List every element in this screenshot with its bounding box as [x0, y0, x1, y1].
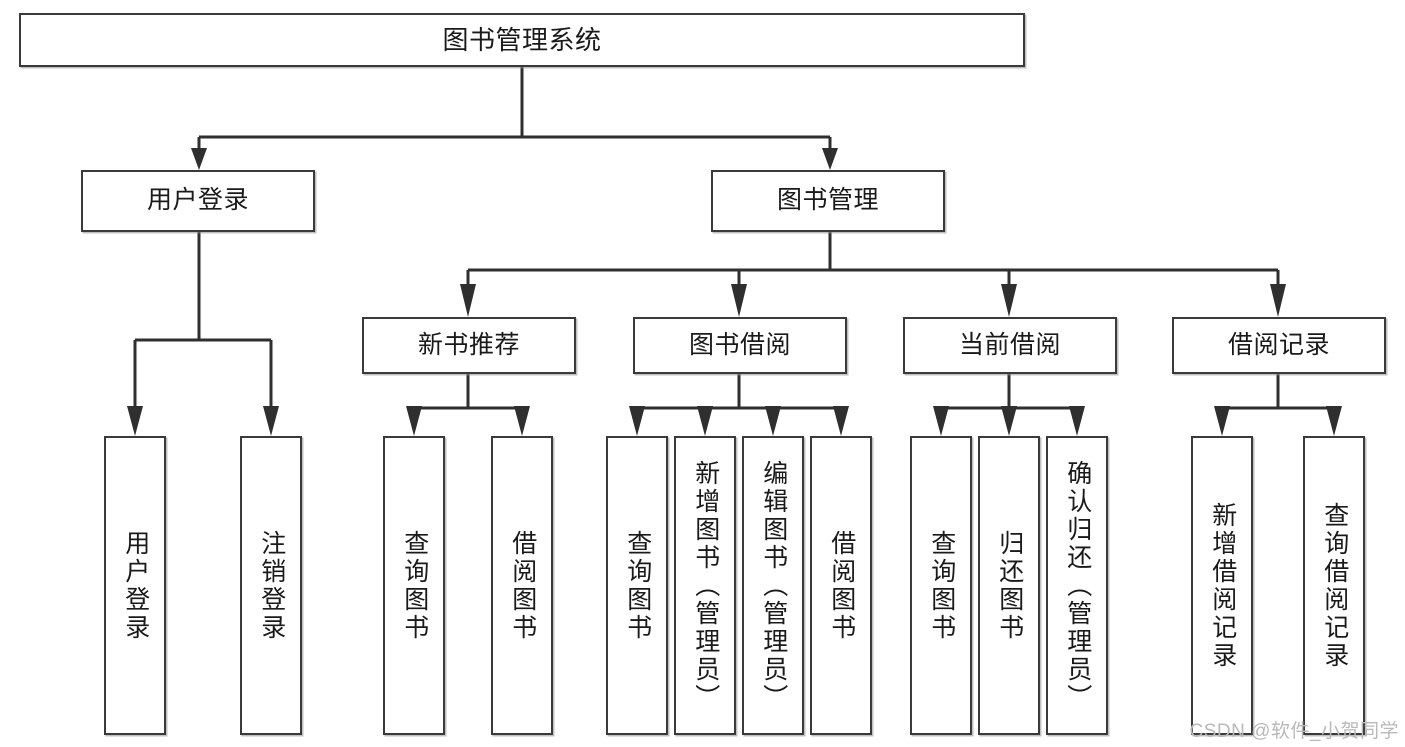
node-user-login[interactable]: 用户登录: [81, 170, 315, 232]
leaf-edit-book[interactable]: 编辑图书（管理员）: [742, 436, 804, 735]
node-new-book-recommend-label: 新书推荐: [417, 330, 520, 359]
leaf-query-book-1-label: 查询图书: [400, 529, 429, 642]
leaf-query-book-2-label: 查询图书: [623, 529, 652, 642]
leaf-query-book-3[interactable]: 查询图书: [910, 436, 972, 735]
leaf-add-record-label: 新增借阅记录: [1208, 501, 1237, 670]
leaf-return-book[interactable]: 归还图书: [978, 436, 1040, 735]
node-book-manage[interactable]: 图书管理: [711, 170, 945, 232]
leaf-query-book-1[interactable]: 查询图书: [383, 436, 445, 735]
leaf-query-record[interactable]: 查询借阅记录: [1303, 436, 1365, 735]
node-book-manage-label: 图书管理: [776, 186, 879, 215]
node-user-login-label: 用户登录: [146, 186, 249, 215]
node-new-book-recommend[interactable]: 新书推荐: [362, 317, 576, 374]
leaf-query-record-label: 查询借阅记录: [1320, 501, 1349, 670]
leaf-add-record[interactable]: 新增借阅记录: [1191, 436, 1253, 735]
watermark: CSDN @软件_小贺同学: [1189, 721, 1399, 742]
leaf-confirm-return[interactable]: 确认归还（管理员）: [1046, 436, 1108, 735]
node-borrow-record[interactable]: 借阅记录: [1172, 317, 1386, 374]
leaf-query-book-3-label: 查询图书: [927, 529, 956, 642]
node-root-label: 图书管理系统: [442, 24, 602, 55]
leaf-logout[interactable]: 注销登录: [240, 436, 302, 735]
node-current-borrow[interactable]: 当前借阅: [903, 317, 1117, 374]
leaf-edit-book-label: 编辑图书（管理员）: [759, 459, 788, 712]
leaf-add-book[interactable]: 新增图书（管理员）: [674, 436, 736, 735]
node-current-borrow-label: 当前借阅: [958, 330, 1061, 359]
leaf-user-login[interactable]: 用户登录: [104, 436, 166, 735]
leaf-borrow-book-2[interactable]: 借阅图书: [810, 436, 872, 735]
leaf-borrow-book-2-label: 借阅图书: [827, 529, 856, 642]
node-book-borrow-label: 图书借阅: [688, 330, 791, 359]
node-root[interactable]: 图书管理系统: [19, 13, 1025, 67]
leaf-confirm-return-label: 确认归还（管理员）: [1063, 459, 1092, 712]
leaf-borrow-book-1-label: 借阅图书: [508, 529, 537, 642]
leaf-borrow-book-1[interactable]: 借阅图书: [491, 436, 553, 735]
leaf-logout-label: 注销登录: [257, 529, 286, 642]
leaf-query-book-2[interactable]: 查询图书: [606, 436, 668, 735]
node-borrow-record-label: 借阅记录: [1227, 330, 1330, 359]
leaf-user-login-label: 用户登录: [121, 529, 150, 642]
node-book-borrow[interactable]: 图书借阅: [633, 317, 847, 374]
leaf-add-book-label: 新增图书（管理员）: [691, 459, 720, 712]
leaf-return-book-label: 归还图书: [995, 529, 1024, 642]
